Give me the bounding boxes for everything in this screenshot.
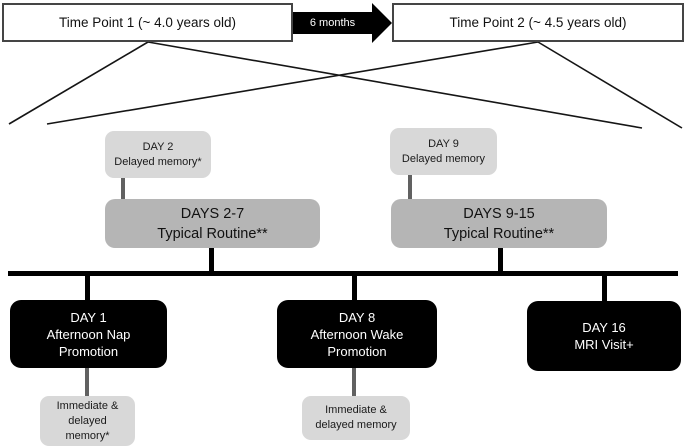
day16-line2: MRI Visit+ <box>574 337 634 352</box>
days-2-7-timeline-stem <box>209 248 214 272</box>
day8-wake-promotion-box: DAY 8 Afternoon Wake Promotion <box>277 300 437 368</box>
day9-delayed-memory-box: DAY 9 Delayed memory <box>390 128 497 175</box>
day1-line1: DAY 1 <box>70 309 107 325</box>
day2-title: DAY 2 <box>142 140 174 153</box>
six-months-label: 6 months <box>309 17 356 29</box>
day9-title: DAY 9 <box>428 137 459 150</box>
day1-nap-promotion-box: DAY 1 Afternoon Nap Promotion <box>10 300 167 368</box>
day1-line3: Promotion <box>58 343 119 359</box>
day1-memory-line3: memory* <box>65 429 110 442</box>
time-point-1-label: Time Point 1 (~ 4.0 years old) <box>59 15 236 30</box>
day2-subtitle: Delayed memory* <box>114 155 202 168</box>
time-point-1-box: Time Point 1 (~ 4.0 years old) <box>2 3 293 42</box>
days-2-7-title: DAYS 2-7 <box>180 205 245 222</box>
day8-line3: Promotion <box>327 343 387 359</box>
day1-memory-line2: delayed <box>68 414 107 427</box>
days-2-7-routine-box: DAYS 2-7 Typical Routine** <box>105 199 320 248</box>
tp2-left-line <box>46 41 539 125</box>
tp1-left-line <box>8 41 149 125</box>
day16-line1: DAY 16 <box>582 320 626 335</box>
timeline-bar <box>8 271 678 276</box>
tp1-right-line <box>147 41 643 129</box>
day8-memory-line1: Immediate & <box>325 404 387 416</box>
six-months-arrow-body: 6 months <box>293 12 372 34</box>
day2-stem <box>121 178 125 199</box>
day8-memory-stem <box>352 368 356 396</box>
day9-stem <box>408 175 412 199</box>
time-point-2-box: Time Point 2 (~ 4.5 years old) <box>392 3 684 42</box>
day1-memory-line1: Immediate & <box>56 399 119 412</box>
tp2-right-line <box>537 41 683 129</box>
day9-subtitle: Delayed memory <box>401 152 486 165</box>
day1-timeline-stem <box>85 276 90 300</box>
time-point-2-label: Time Point 2 (~ 4.5 years old) <box>449 15 627 30</box>
day1-line2: Afternoon Nap <box>46 326 131 342</box>
day1-memory-stem <box>85 368 89 396</box>
day8-timeline-stem <box>352 276 357 300</box>
day8-immediate-delayed-memory-box: Immediate & delayed memory <box>302 396 410 440</box>
days-9-15-routine-box: DAYS 9-15 Typical Routine** <box>391 199 607 248</box>
arrow-right-icon <box>372 3 392 43</box>
day16-mri-visit-box: DAY 16 MRI Visit+ <box>527 301 681 371</box>
day8-line1: DAY 8 <box>338 309 376 325</box>
day8-line2: Afternoon Wake <box>310 326 404 342</box>
day1-immediate-delayed-memory-box: Immediate & delayed memory* <box>40 396 135 446</box>
days-9-15-subtitle: Typical Routine** <box>443 225 555 242</box>
days-9-15-title: DAYS 9-15 <box>463 205 535 222</box>
day8-memory-line2: delayed memory <box>315 419 397 431</box>
day2-delayed-memory-box: DAY 2 Delayed memory* <box>105 131 211 178</box>
day16-timeline-stem <box>602 276 607 301</box>
days-2-7-subtitle: Typical Routine** <box>157 225 268 242</box>
days-9-15-timeline-stem <box>498 248 503 272</box>
